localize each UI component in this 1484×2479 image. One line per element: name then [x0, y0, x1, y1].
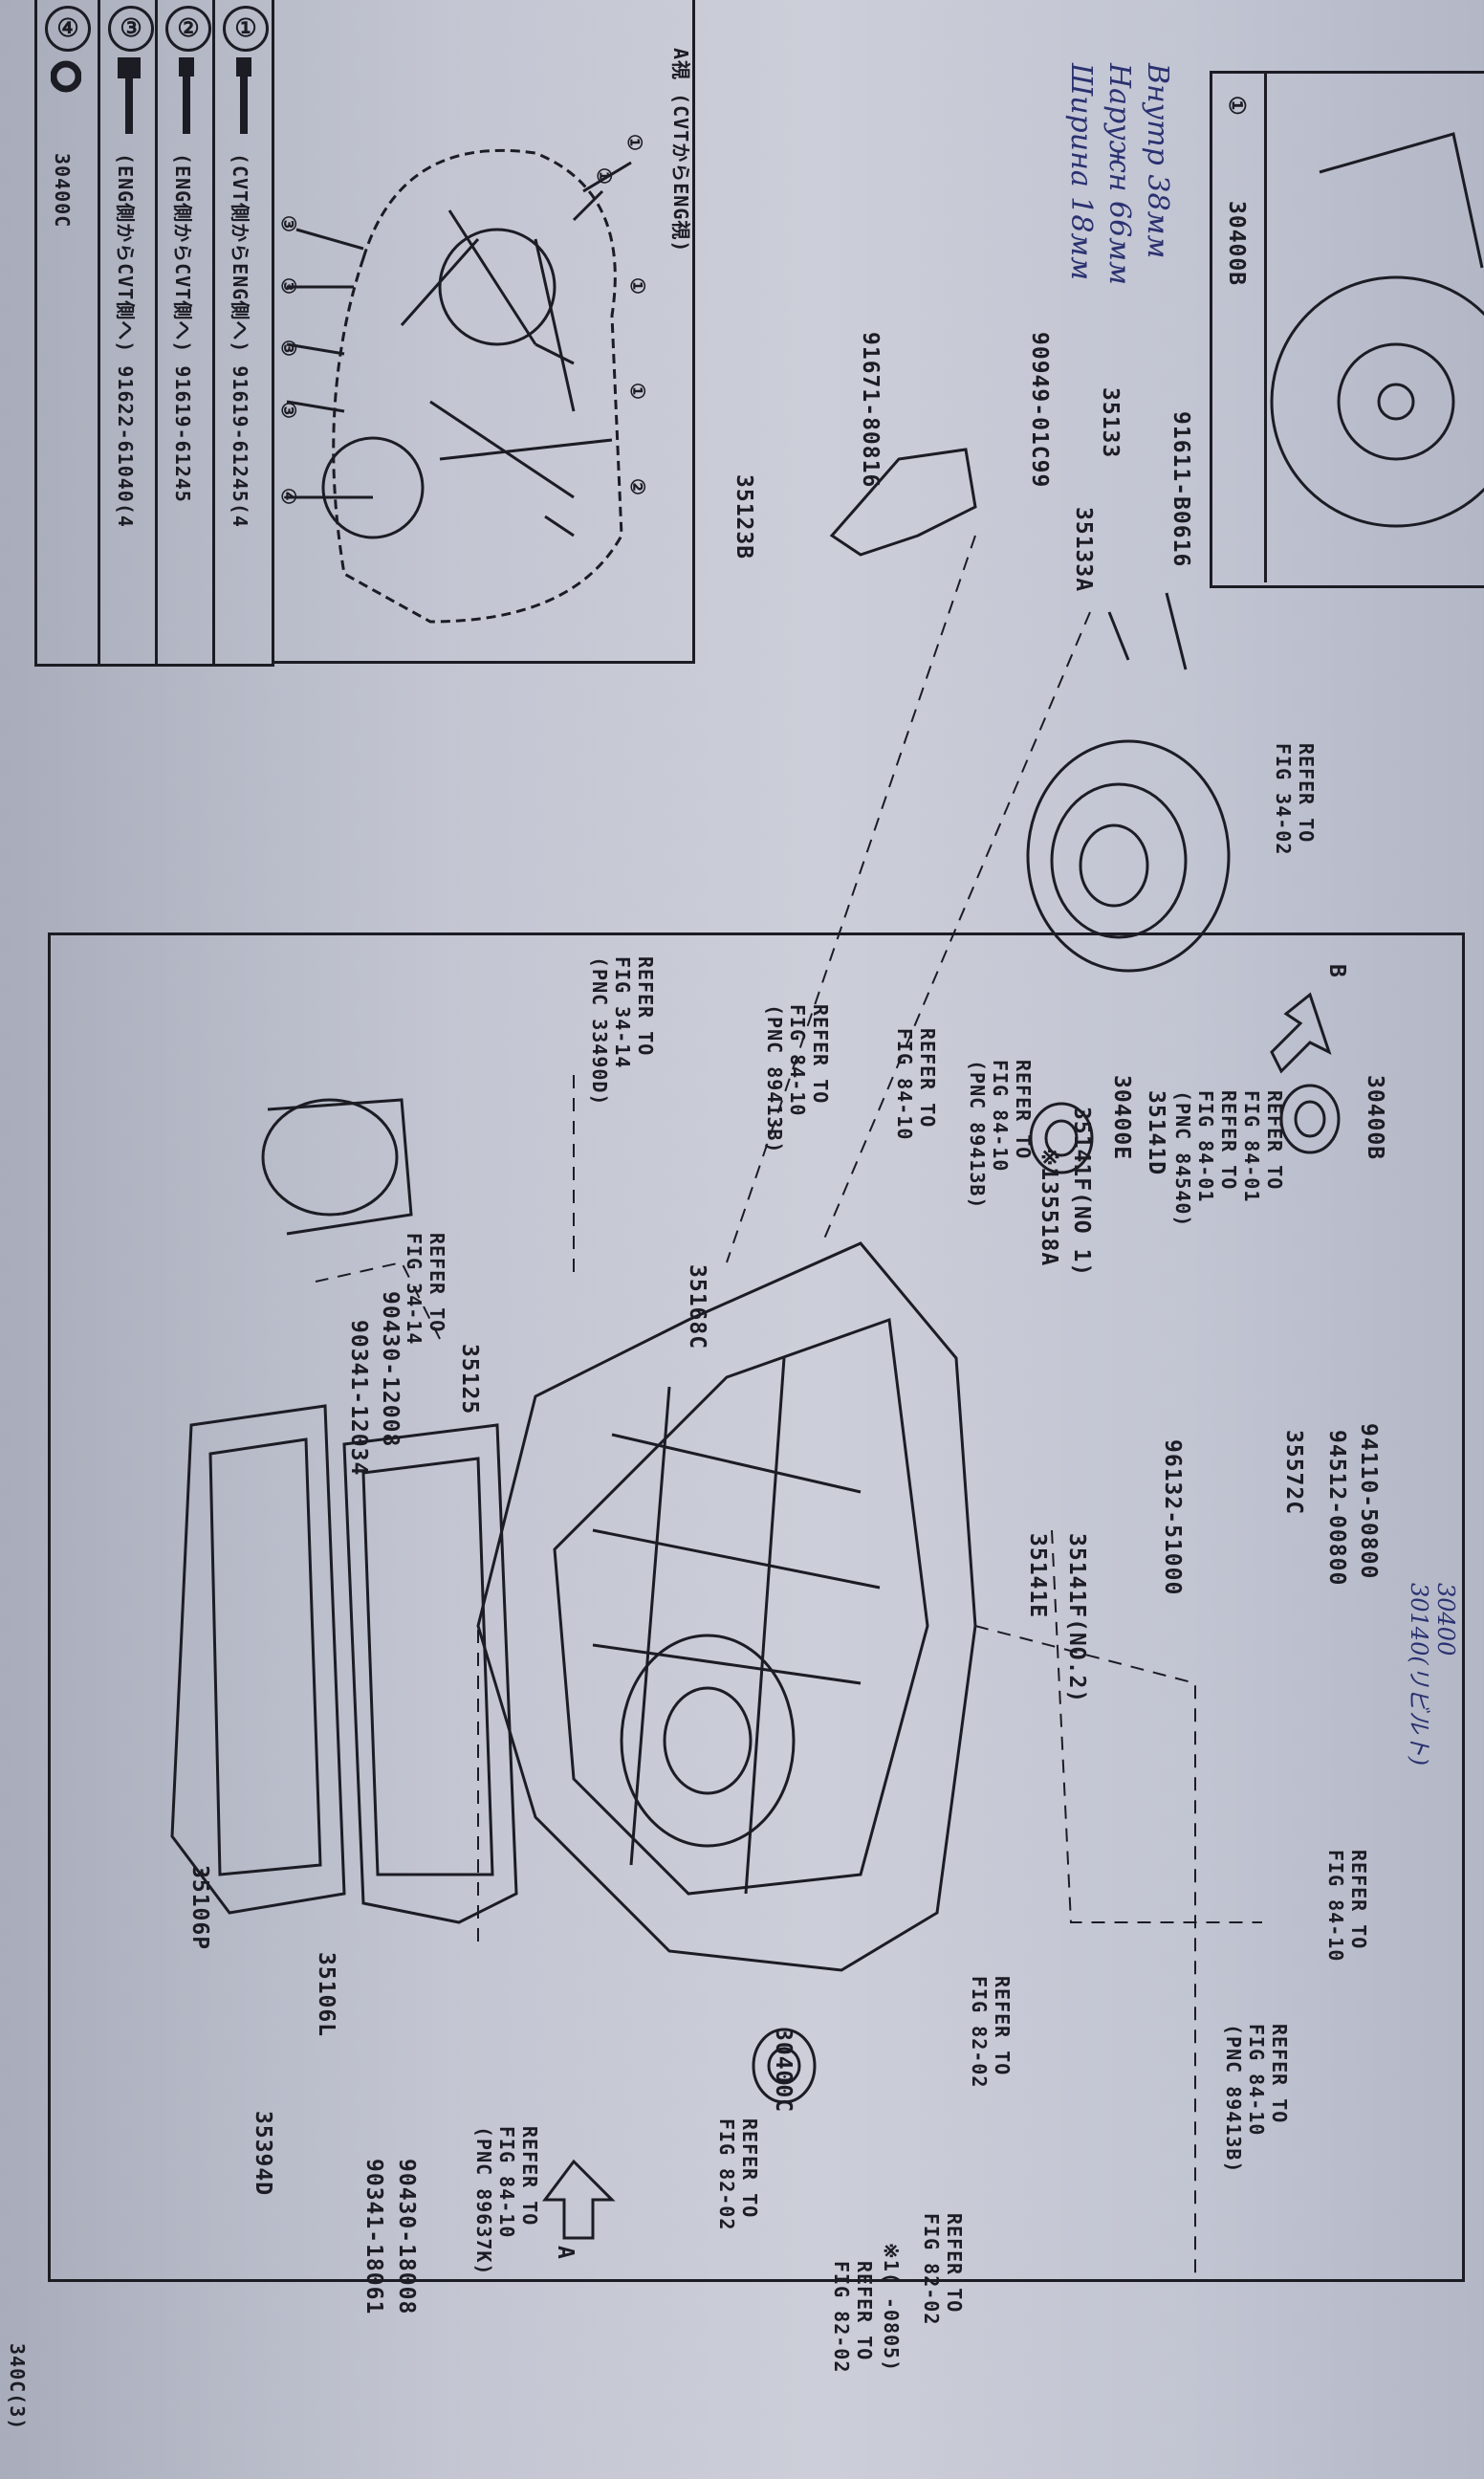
callout-2: ② [626, 478, 649, 496]
row-number: ④ [45, 6, 91, 52]
view-a-label: A [553, 2246, 578, 2260]
part-label: 90341-12034 [346, 1320, 371, 1477]
part-label: 35123B [731, 474, 756, 560]
part-label: 90341-18061 [361, 2159, 386, 2315]
view-b-label: B [1324, 964, 1349, 978]
refer-to-label: REFER TO FIG 82-02 [830, 2261, 876, 2374]
part-label: 90430-12008 [378, 1291, 403, 1448]
part-label: 30400B [1363, 1075, 1387, 1161]
view-b-arrow [1270, 992, 1332, 1074]
oil-pan-drawing [170, 1404, 518, 1924]
flange-bolt-icon [118, 57, 141, 134]
part-label: 35133 [1098, 387, 1123, 459]
callout-4: ④ [277, 488, 300, 506]
main-diagram-frame [48, 932, 1465, 2282]
refer-to-label: REFER TO FIG 82-02 [920, 2213, 966, 2326]
callout-1: ① [626, 383, 649, 401]
part-label: 91611-B0616 [1168, 411, 1193, 568]
callout-1: ① [623, 134, 646, 152]
seal-ring-icon [51, 60, 81, 93]
part-label: 35141E [1025, 1533, 1050, 1619]
refer-to-label: REFER TO FIG 34-02 [1272, 743, 1318, 856]
inset-frame [1210, 71, 1484, 588]
part-label: 94512-00800 [1324, 1430, 1349, 1587]
callout-1: ① [626, 277, 649, 296]
view-a-arrow [542, 2159, 616, 2240]
handwritten-dimensions-note: Внутр 38мм Наружн 66мм Ширина 18мм [1064, 63, 1174, 285]
refer-to-label: REFER TO FIG 84-10 [1324, 1850, 1370, 1963]
callout-3: ③ [277, 277, 300, 296]
footnote: ※1( -0805) [880, 2243, 903, 2373]
callout-1: ① [593, 167, 616, 186]
part-label: 30400C [771, 2028, 796, 2114]
table-row: ① (CVT側からENG側へ) 91619-61245(4 [212, 0, 273, 664]
view-a-frame [272, 0, 695, 664]
inset-number: ① [1224, 96, 1249, 117]
part-label: 35141D [1144, 1090, 1168, 1176]
part-label: 91671-80816 [858, 332, 883, 489]
part-label: 96132-51000 [1160, 1439, 1185, 1596]
seal-drawings [752, 1084, 1341, 2104]
pump-drawing [261, 1098, 413, 1236]
view-a-title: A視 (CVTからENG視) [669, 48, 692, 253]
view-a-housing-drawing [321, 148, 623, 624]
inset-part-number: 30400B [1224, 201, 1249, 287]
torque-converter-drawing [1026, 739, 1231, 973]
handwritten-rebuilt-note: 30400 30140(リビルト) [1406, 1583, 1459, 1766]
transmission-case-drawing [476, 1241, 977, 1972]
part-label: 35141F(NO 1) [1069, 1107, 1094, 1278]
part-label: 35106L [314, 1952, 338, 2038]
refer-to-label: REFER TO FIG 84-10 (PNC 89413B) [966, 1060, 1035, 1210]
refer-to-label: REFER TO FIG 82-02 [715, 2118, 761, 2231]
part-label: 35168C [685, 1264, 709, 1350]
inset-drawing [1270, 132, 1484, 528]
part-label: 94110-50800 [1356, 1423, 1381, 1580]
refer-to-label: REFER TO FIG 34-14 [403, 1233, 448, 1346]
callout-3: ③ [277, 340, 300, 358]
part-label: 35133A [1071, 507, 1096, 593]
refer-to-label: REFER TO FIG 84-10 (PNC 89413B) [1222, 2024, 1291, 2174]
inset-header-divider [1264, 71, 1267, 582]
refer-to-label: REFER TO FIG 82-02 [968, 1976, 1014, 2089]
row-text: (ENG側からCVT側へ) 91622-61040(4 [114, 153, 137, 528]
fastener-table: ① (CVT側からENG側へ) 91619-61245(4 ② (ENG側からC… [34, 0, 274, 667]
part-label: 35125 [457, 1344, 482, 1415]
callout-3: ③ [277, 215, 300, 233]
view-a-callout-leaders [286, 161, 632, 537]
refer-to-label: REFER TO FIG 84-01 (PNC 84540) [1171, 1090, 1240, 1228]
refer-to-label: REFER TO FIG 34-14 (PNC 33490D) [588, 956, 657, 1107]
refer-to-label: REFER TO FIG 84-10 (PNC 89637K) [472, 2126, 541, 2276]
refer-to-label: REFER TO FIG 84-01 [1240, 1090, 1286, 1203]
part-label: 90949-01C99 [1027, 332, 1052, 489]
part-label: 35394D [251, 2111, 275, 2197]
refer-to-label: REFER TO FIG 84-10 [893, 1028, 939, 1141]
refer-to-label: REFER TO FIG 84-10 (PNC 89413B) [763, 1004, 832, 1154]
table-row: ③ (ENG側からCVT側へ) 91622-61040(4 [98, 0, 158, 664]
page-code: 340C(3) [6, 2343, 29, 2431]
part-label: 35106P [187, 1865, 212, 1951]
row-number: ③ [108, 6, 154, 52]
dashed-leaders [315, 1071, 1262, 2276]
row-text: (ENG側からCVT側へ) 91619-61245 [171, 153, 194, 503]
part-label: ※135518A [1037, 1148, 1061, 1267]
bolt-icon [236, 57, 251, 134]
callout-3: ③ [277, 402, 300, 420]
row-text: (CVT側からENG側へ) 91619-61245(4 [229, 153, 251, 528]
table-row: ④ 30400C [34, 0, 95, 664]
part-label: 35141F(NO.2) [1064, 1533, 1089, 1704]
bolt-icon [179, 57, 194, 134]
row-number: ① [223, 6, 269, 52]
row-number: ② [165, 6, 211, 52]
table-row: ② (ENG側からCVT側へ) 91619-61245 [155, 0, 215, 664]
part-label: 35572C [1281, 1430, 1306, 1516]
bracket-drawing [726, 448, 1188, 1263]
part-label: 90430-18008 [394, 2159, 419, 2315]
row-text: 30400C [51, 153, 74, 229]
part-label: 30400E [1109, 1075, 1134, 1161]
